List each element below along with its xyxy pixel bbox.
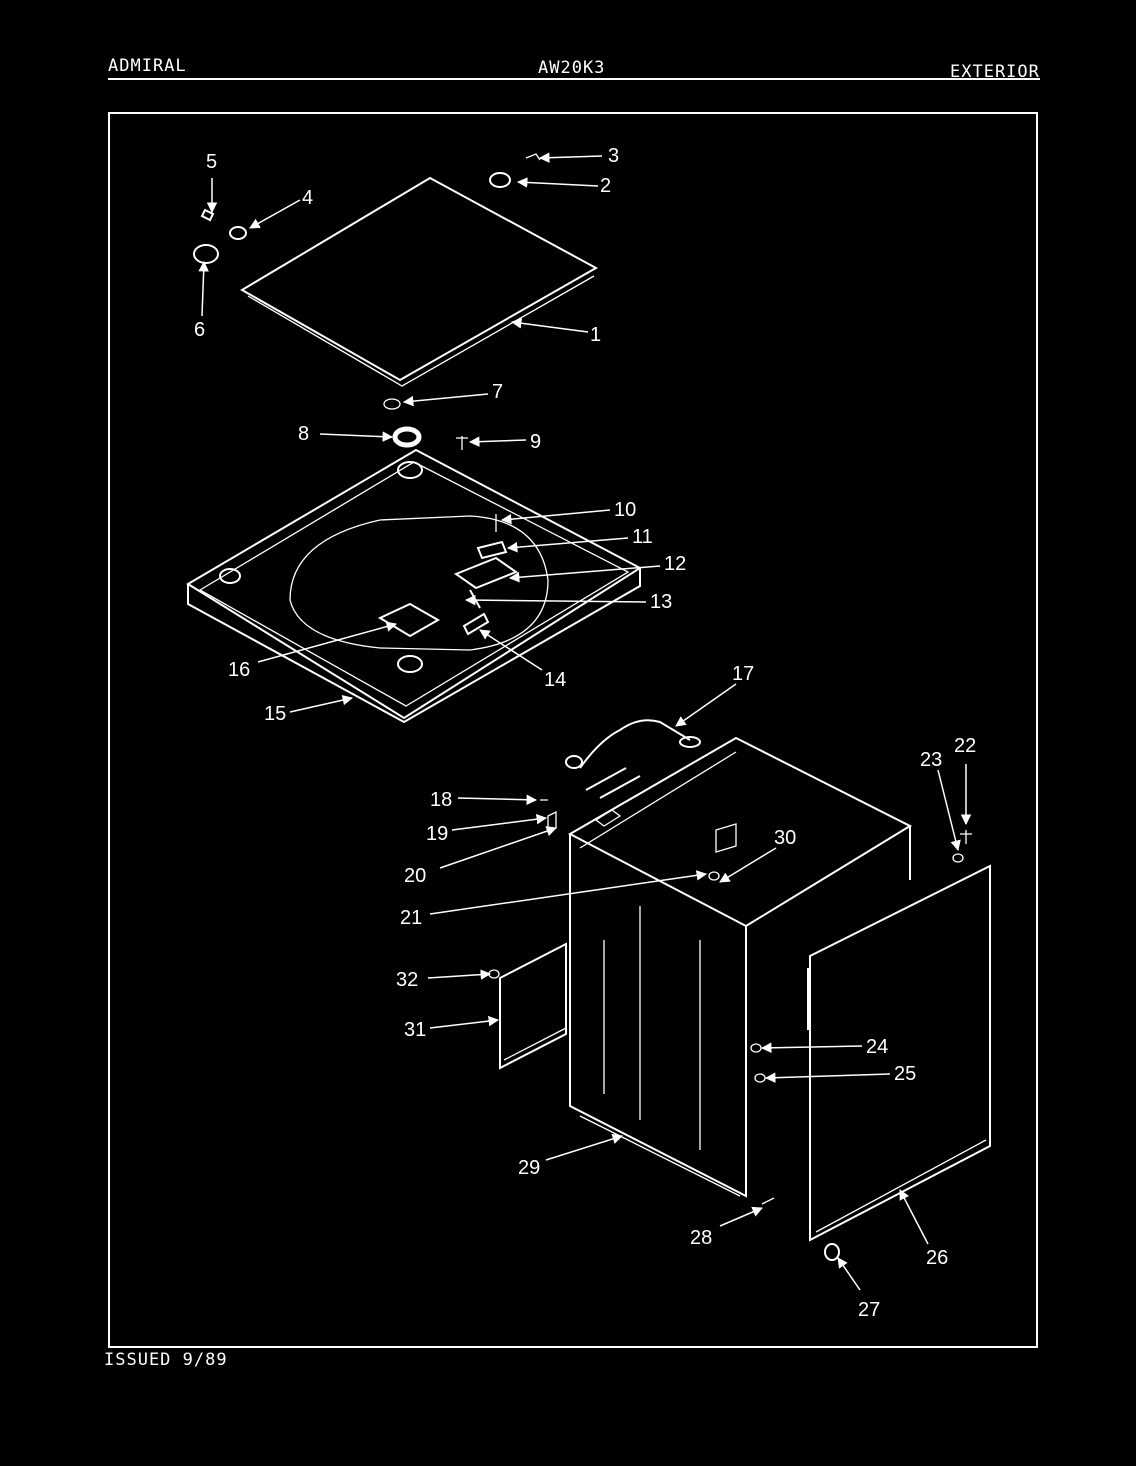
callout-19: 19 (426, 823, 448, 845)
left-panel-part (499, 942, 567, 1070)
brand-label: ADMIRAL (108, 56, 187, 76)
issued-date: ISSUED 9/89 (104, 1350, 228, 1370)
leader-lines (198, 152, 972, 1291)
lid-part (240, 176, 599, 387)
callout-22: 22 (954, 735, 976, 757)
diagram-frame (108, 112, 1038, 1348)
small-fasteners (488, 830, 972, 1205)
callout-28: 28 (690, 1227, 712, 1249)
hinge-parts (193, 153, 541, 410)
callout-13: 13 (650, 591, 672, 613)
front-panel-part (807, 864, 991, 1261)
callout-8: 8 (298, 423, 309, 445)
callout-15: 15 (264, 703, 286, 725)
top-cover-part (186, 448, 642, 724)
callout-11: 11 (632, 526, 653, 548)
callout-24: 24 (866, 1036, 888, 1058)
callout-26: 26 (926, 1247, 948, 1269)
callout-16: 16 (228, 659, 250, 681)
callout-7: 7 (492, 381, 503, 403)
screw-9 (456, 436, 468, 450)
callout-2: 2 (600, 175, 611, 197)
callout-21: 21 (400, 907, 422, 929)
callout-31: 31 (404, 1019, 426, 1041)
callout-5: 5 (206, 151, 217, 173)
callout-9: 9 (530, 431, 541, 453)
callout-18: 18 (430, 789, 452, 811)
callout-1: 1 (590, 324, 601, 346)
callout-30: 30 (774, 827, 796, 849)
callout-23: 23 (920, 749, 942, 771)
callout-10: 10 (614, 499, 636, 521)
callout-20: 20 (404, 865, 426, 887)
callout-3: 3 (608, 145, 619, 167)
callout-17: 17 (732, 663, 754, 685)
callout-6: 6 (194, 319, 205, 341)
callout-labels: 1 2 3 4 5 6 7 8 9 10 11 12 13 14 15 16 1… (194, 145, 976, 1321)
callout-32: 32 (396, 969, 418, 991)
callout-27: 27 (858, 1299, 880, 1321)
gasket-ring (392, 426, 422, 448)
callout-25: 25 (894, 1063, 916, 1085)
model-label: AW20K3 (538, 58, 606, 78)
callout-29: 29 (518, 1157, 540, 1179)
section-label: EXTERIOR (950, 62, 1040, 82)
callout-14: 14 (544, 669, 566, 691)
header-rule (108, 78, 1040, 80)
callout-12: 12 (664, 553, 686, 575)
cabinet-part (540, 719, 913, 1198)
callout-4: 4 (302, 187, 313, 209)
